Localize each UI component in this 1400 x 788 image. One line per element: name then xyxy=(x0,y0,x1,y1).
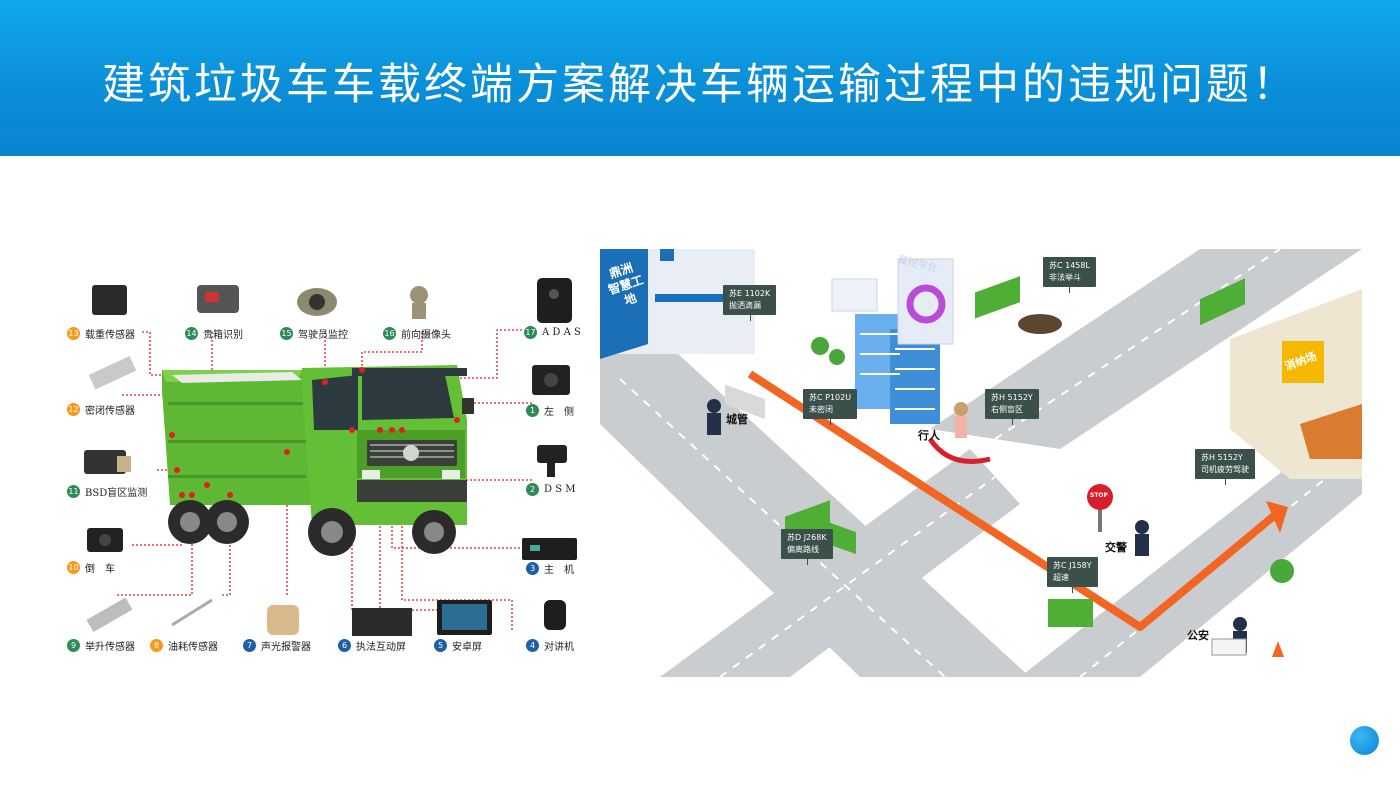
label-public-security: 公安 xyxy=(1187,629,1209,642)
device-icons xyxy=(84,278,577,636)
gate-sign xyxy=(600,249,648,359)
cloud-servers xyxy=(831,258,954,424)
page-title: 建筑垃圾车车载终端方案解决车辆运输过程中的违规问题！ xyxy=(102,60,1298,110)
route-line xyxy=(747,370,1283,631)
dump-truck xyxy=(162,365,474,556)
route-arrow xyxy=(1266,501,1288,533)
page-indicator-dot xyxy=(1350,726,1379,755)
sensor-dots xyxy=(169,367,460,498)
label-city-management: 城管 xyxy=(726,413,748,426)
truck-diagram-svg xyxy=(84,278,577,636)
label-pedestrian: 行人 xyxy=(918,429,940,442)
header-banner: 建筑垃圾车车载终端方案解决车辆运输过程中的违规问题！ xyxy=(0,0,1400,156)
label-traffic-police: 交警 xyxy=(1105,541,1127,554)
stop-sign-text: STOP xyxy=(1090,492,1108,499)
stop-sign xyxy=(1087,484,1113,510)
